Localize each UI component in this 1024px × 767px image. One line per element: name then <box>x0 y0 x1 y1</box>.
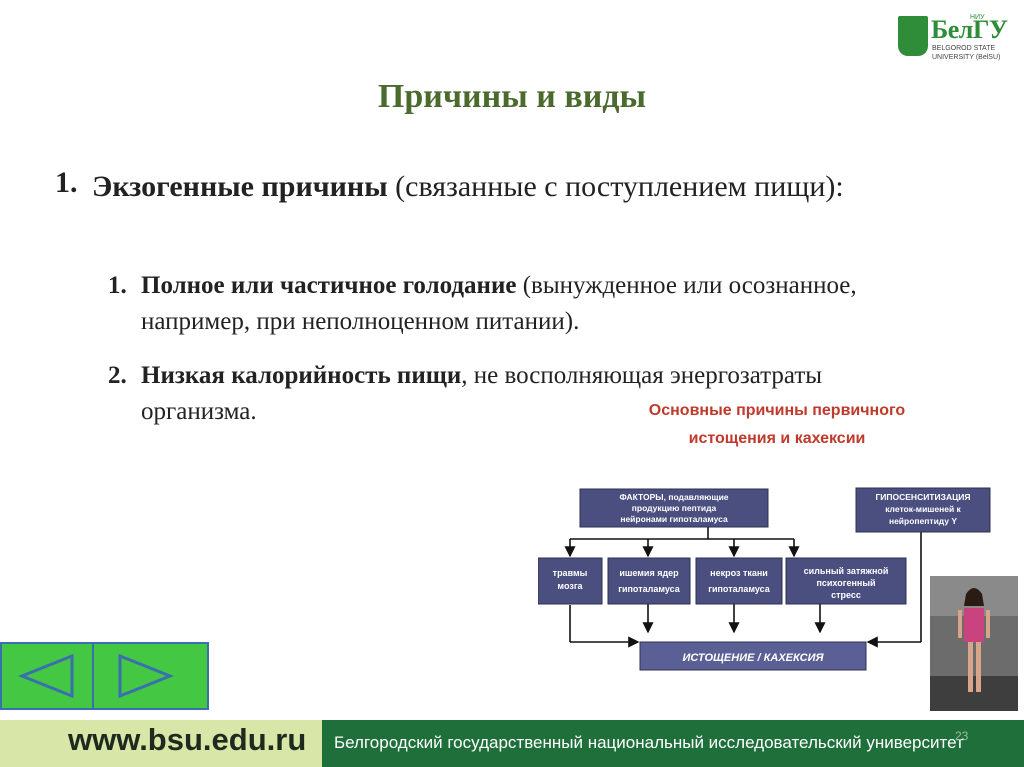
diagram-box-ischemia: ишемия ядер гипоталамуса <box>607 557 691 605</box>
ischemia-line-2: гипоталамуса <box>618 584 681 594</box>
footer-bar <box>0 720 1024 767</box>
diagram-connectors <box>564 526 922 648</box>
previous-slide-button[interactable] <box>16 652 76 700</box>
logo-subtitle-1: BELGOROD STATE <box>932 45 996 52</box>
causes-flow-diagram: Основные причины первичного истощения и … <box>538 392 1012 710</box>
footer-url-panel <box>0 720 322 767</box>
footer-url: www.bsu.edu.ru <box>68 722 307 757</box>
diagram-box-result: ИСТОЩЕНИЕ / КАХЕКСИЯ <box>639 641 867 671</box>
list-item-1: Экзогенные причины (связанные с поступле… <box>92 166 992 208</box>
sub-item-1-text: (вынужденное или осознанное, например, п… <box>141 272 857 335</box>
hyposens-line-2: клеток-мишеней к <box>885 504 961 514</box>
stress-line-2: психогенный <box>816 578 875 588</box>
sub-item-1-bold: Полное или частичное голодание <box>141 272 517 299</box>
factors-line-3: нейронами гипоталамуса <box>620 514 728 524</box>
list-item-1-text: (связанные с поступлением пищи): <box>387 170 844 203</box>
diagram-box-stress: сильный затяжной психогенный стресс <box>785 557 907 605</box>
diagram-box-factors: ФАКТОРЫ, подавляющие продукцию пептида н… <box>579 488 769 528</box>
slide-page-number: 23 <box>955 729 969 743</box>
arrow-right-icon <box>118 653 175 699</box>
university-logo: БелГУ НИУ BELGOROD STATE UNIVERSITY (Bel… <box>898 14 1016 66</box>
next-slide-button[interactable] <box>116 652 176 700</box>
hyposens-line-1: ГИПОСЕНСИТИЗАЦИЯ <box>875 492 970 502</box>
stress-line-3: стресс <box>831 590 861 600</box>
trauma-line-2: мозга <box>557 581 583 591</box>
sub-item-1-number: 1. <box>108 272 127 299</box>
slide-title: Причины и виды <box>377 78 647 115</box>
logo-subtitle-2: UNIVERSITY (BelSU) <box>932 54 1001 61</box>
list-item-1-number: 1. <box>55 166 78 199</box>
sub-item-2-number: 2. <box>108 362 127 389</box>
fashion-model-photo <box>930 576 1018 711</box>
necrosis-line-1: некроз ткани <box>710 568 768 578</box>
sub-item-2-text: , не восполняющая энергозатраты организм… <box>141 362 823 425</box>
stress-line-1: сильный затяжной <box>804 566 889 576</box>
sub-item-2: Низкая калорийность пищи, не восполняюща… <box>141 358 881 430</box>
sub-item-1: Полное или частичное голодание (вынужден… <box>141 268 961 340</box>
ischemia-line-1: ишемия ядер <box>619 568 679 578</box>
diagram-title-line-1: Основные причины первичного <box>649 402 906 419</box>
necrosis-line-2: гипоталамуса <box>708 584 771 594</box>
diagram-box-trauma: травмы мозга <box>538 557 603 605</box>
logo-name: БелГУ <box>931 15 1008 44</box>
result-label: ИСТОЩЕНИЕ / КАХЕКСИЯ <box>682 652 824 664</box>
factors-line-2: продукцию пептида <box>632 503 717 513</box>
diagram-title-line-2: истощения и кахексии <box>689 430 866 447</box>
trauma-line-1: травмы <box>553 568 588 578</box>
arrow-left-icon <box>17 653 74 699</box>
diagram-box-hyposensitization: ГИПОСЕНСИТИЗАЦИЯ клеток-мишеней к нейроп… <box>855 487 991 533</box>
logo-niu: НИУ <box>970 14 985 21</box>
factors-line-1: ФАКТОРЫ, подавляющие <box>619 492 728 502</box>
sub-item-2-bold: Низкая калорийность пищи <box>141 362 462 389</box>
nav-divider <box>92 644 94 708</box>
hyposens-line-3: нейропептиду Y <box>889 516 957 526</box>
shield-emblem-icon <box>898 16 928 56</box>
footer-university-name: Белгородский государственный национальны… <box>334 733 964 752</box>
diagram-box-necrosis: некроз ткани гипоталамуса <box>695 557 783 605</box>
slide-navigation <box>0 642 209 710</box>
list-item-1-bold: Экзогенные причины <box>92 170 388 203</box>
